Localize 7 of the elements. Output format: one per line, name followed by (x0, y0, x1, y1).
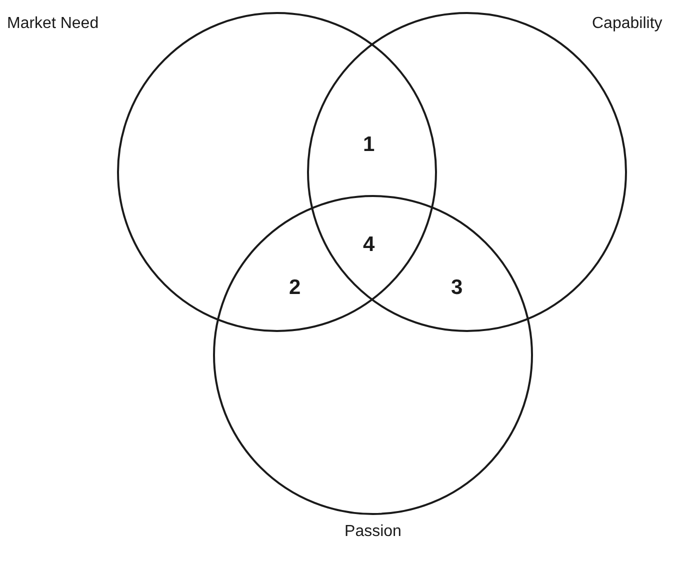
region-number: 2 (289, 277, 301, 299)
circle-label: Passion (344, 523, 402, 541)
circle-label: Market Need (7, 15, 99, 33)
region-number: 1 (363, 134, 375, 156)
circle-label: Capability (592, 15, 662, 33)
region-number: 3 (451, 277, 463, 299)
region-number: 4 (363, 234, 375, 256)
